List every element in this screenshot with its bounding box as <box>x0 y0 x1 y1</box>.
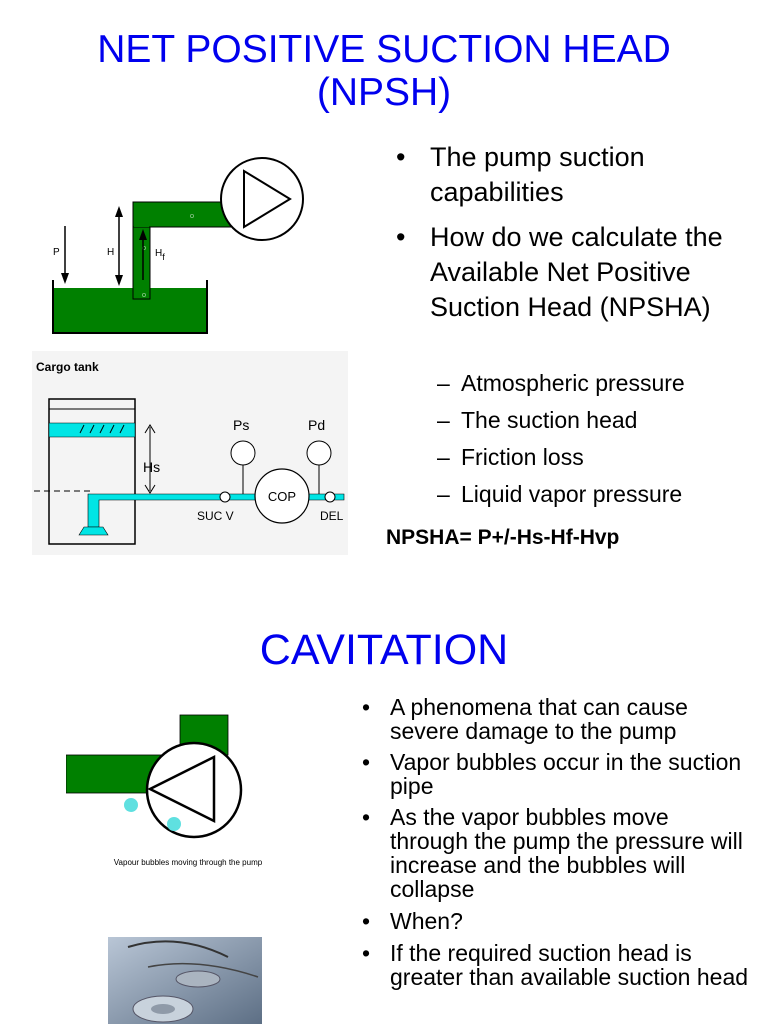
bullet-item: • As the vapor bubbles move through the … <box>362 805 752 901</box>
bullet-marker: • <box>396 222 406 252</box>
sub-bullet-text: The suction head <box>461 407 638 433</box>
surface-hatching <box>79 424 125 434</box>
bullet-marker: • <box>362 694 371 720</box>
vapour-bubble <box>167 817 181 831</box>
hs-arrowhead-down <box>144 484 156 494</box>
pump-arrow-icon <box>243 169 292 229</box>
bullet-item: • If the required suction head is greate… <box>362 941 752 1013</box>
sub-bullet-marker: – <box>437 444 450 470</box>
label-p: P <box>53 247 60 258</box>
sub-bullet-marker: – <box>437 407 450 433</box>
pd-gauge-icon <box>306 440 332 466</box>
label-pd: Pd <box>308 417 325 433</box>
npsh-tank-pump-diagram: P H Hf <box>52 157 304 334</box>
sub-bullet-item: – Friction loss <box>437 442 757 472</box>
vapour-bubble <box>124 798 138 812</box>
bullet-item: • When? <box>362 909 752 933</box>
sub-bullet-item: – Liquid vapor pressure <box>437 479 757 509</box>
sub-bullet-text: Liquid vapor pressure <box>461 481 683 507</box>
bullet-marker: • <box>362 908 371 934</box>
bullet-text: How do we calculate the Available Net Po… <box>430 222 723 322</box>
title-line-2: (NPSH) <box>316 71 452 114</box>
bullet-text: As the vapor bubbles move through the pu… <box>390 804 743 902</box>
bullet-item: • Vapor bubbles occur in the suction pip… <box>362 750 752 798</box>
suction-valve-icon <box>219 491 231 503</box>
bullet-item: • The pump suction capabilities <box>396 140 756 210</box>
page-title: NET POSITIVE SUCTION HEAD (NPSH) <box>0 28 768 114</box>
bullet-item: • How do we calculate the Available Net … <box>396 220 756 360</box>
damaged-impeller-photo <box>108 937 262 1024</box>
sub-bullet-item: – The suction head <box>437 405 757 435</box>
bubble-marker <box>142 292 147 297</box>
hs-arrowhead-up <box>144 424 156 434</box>
bullet-marker: • <box>362 749 371 775</box>
label-hs: Hs <box>143 459 160 475</box>
bellmouth <box>78 526 109 536</box>
sub-bullet-item: – Atmospheric pressure <box>437 368 757 398</box>
h-arrowhead-down <box>115 275 123 286</box>
cargo-tank-diagram: Cargo tank Hs COP Ps Pd SUC V <box>32 351 348 555</box>
tank-outline <box>52 280 208 334</box>
bullet-text: When? <box>390 908 463 934</box>
bullet-text: Vapor bubbles occur in the suction pipe <box>390 749 742 799</box>
pump-arrow-icon <box>147 754 216 824</box>
label-del: DEL <box>320 509 344 523</box>
label-h: H <box>107 247 114 258</box>
npsha-formula: NPSHA= P+/-Hs-Hf-Hvp <box>386 526 620 549</box>
pipe-joint <box>134 203 149 227</box>
label-cop: COP <box>268 489 296 504</box>
label-ps: Ps <box>233 417 249 433</box>
sub-bullet-text: Friction loss <box>461 444 584 470</box>
cargo-tank-outline <box>48 398 136 545</box>
bullet-text: If the required suction head is greater … <box>390 940 749 990</box>
bubble-marker <box>189 214 194 219</box>
bullet-marker: • <box>362 940 371 966</box>
bullet-item: • A phenomena that can cause severe dama… <box>362 695 752 743</box>
delivery-valve-icon <box>324 491 336 503</box>
bullet-marker: • <box>362 804 371 830</box>
title-line-1: NET POSITIVE SUCTION HEAD <box>97 28 671 71</box>
sub-bullet-marker: – <box>437 481 450 507</box>
cavitation-title: CAVITATION <box>259 626 509 674</box>
tank-liquid <box>54 288 206 332</box>
cargo-tank-caption: Cargo tank <box>36 360 99 374</box>
ps-gauge-icon <box>230 440 256 466</box>
bullet-text: A phenomena that can cause severe damage… <box>390 694 688 744</box>
sub-bullet-marker: – <box>437 370 450 396</box>
label-hf: Hf <box>155 248 165 262</box>
bullet-text: The pump suction capabilities <box>430 142 645 207</box>
cavitation-pump-diagram <box>66 714 243 839</box>
cop-pump-circle <box>254 468 310 524</box>
h-arrowhead-up <box>115 206 123 217</box>
p-arrowhead <box>61 273 69 284</box>
sub-bullet-text: Atmospheric pressure <box>461 370 685 396</box>
diagram-background <box>32 351 348 555</box>
bullet-marker: • <box>396 142 406 172</box>
hf-arrowhead <box>139 229 147 240</box>
pump-diagram-caption: Vapour bubbles moving through the pump <box>113 858 263 867</box>
label-suc-v: SUC V <box>197 509 234 523</box>
